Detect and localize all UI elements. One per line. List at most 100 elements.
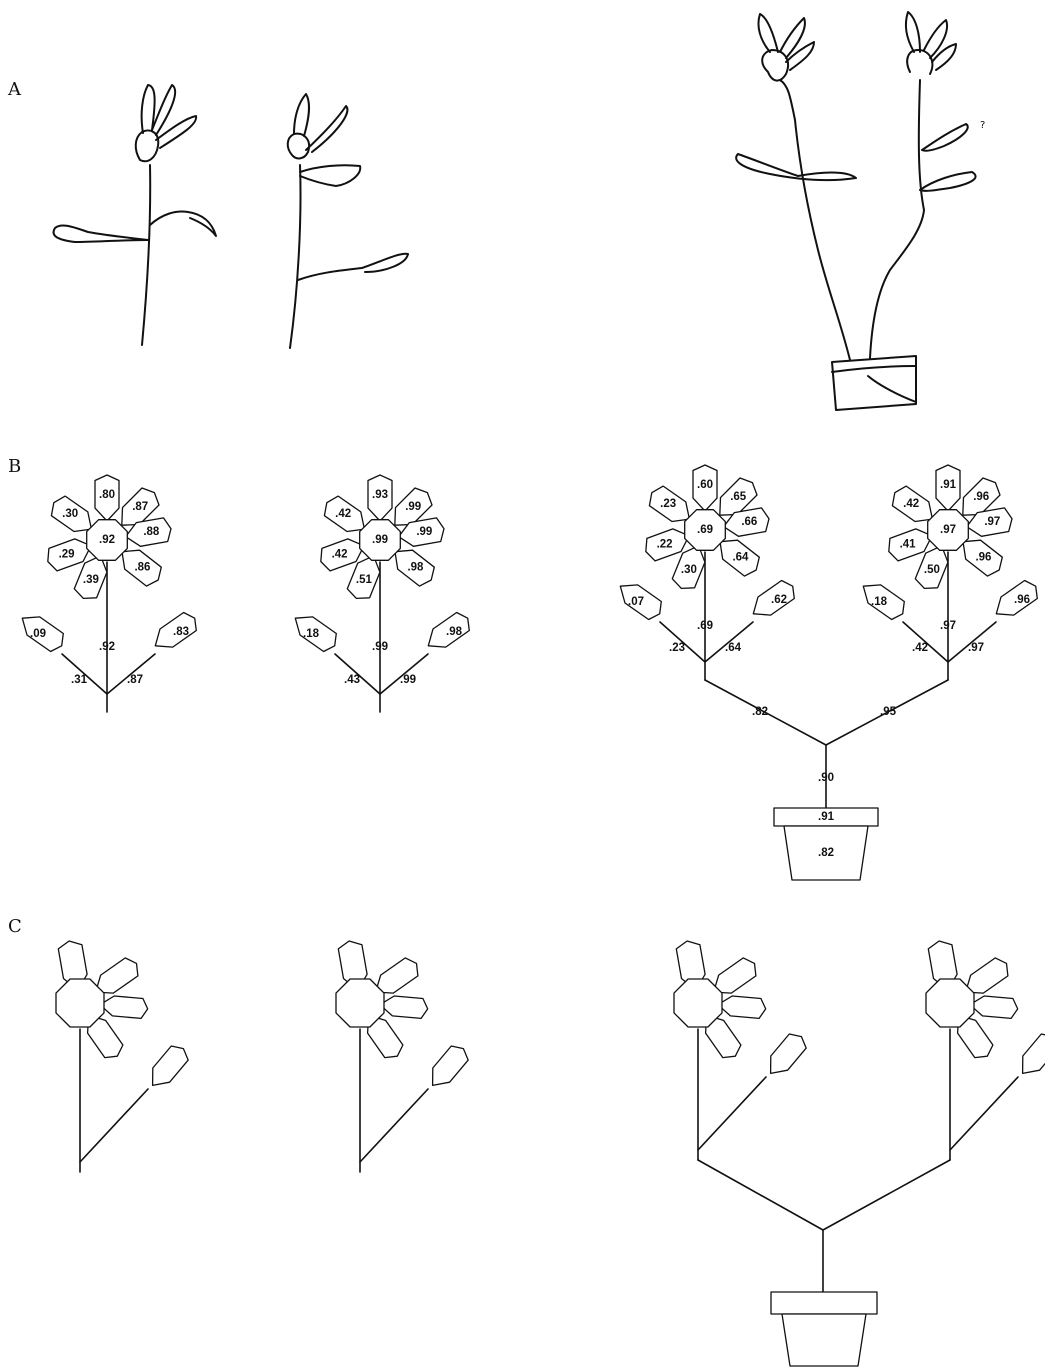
leaf-left-value: .09 [30,628,46,640]
leaf-right-value: .96 [1014,594,1030,606]
pot-plant-b: .60.65.66.64.30.22.23.69.07.62.69.23.64.… [620,465,1037,880]
flower-center [56,979,104,1027]
stem-right-value: .99 [400,674,416,686]
trunk-value: .90 [818,772,834,784]
branch-leaf [80,1089,148,1162]
petal-value-lower-right: .64 [732,552,749,564]
stem-right-value: .97 [968,642,984,654]
leaf-right-value: .98 [446,626,463,638]
petal-value-upper-right: .65 [730,491,747,503]
stem-left-value: .31 [71,674,88,686]
petal-value-right: .99 [416,526,432,538]
stem-upper-value: .97 [940,620,956,632]
flower-center [336,979,384,1027]
panel-label-b: B [8,456,21,477]
petal-value-top: .93 [372,489,388,501]
flower-c2 [336,941,428,1058]
branch-to-left-flower [698,1160,823,1230]
pot-body [782,1314,866,1366]
pot-rim-value: .91 [818,811,835,823]
petal-value-lower-left: .50 [924,564,940,576]
branch-leaf [360,1089,428,1162]
flower-c3-left [674,941,766,1058]
leaf-right-value: .83 [173,626,189,638]
flower-b2: .93 .99 .99 .98 .51 .42 .42 .99 [321,475,444,598]
petal-value-upper-right: .99 [405,501,421,513]
panel-b-labeled-diagram: .80.87.88.86.39.29.30.92.09.83.92.31.87.… [22,465,1037,880]
petal-2 [970,996,1018,1018]
branch-to-right-flower [823,1160,950,1230]
flower-center-value: .97 [940,524,956,536]
stem-upper-value: .69 [697,620,713,632]
sketch-flower-2 [288,94,408,348]
plant-c3-right [926,941,1045,1160]
petal-1 [714,958,756,993]
plant-b1: .80.87.88.86.39.29.30.92.09.83.92.31.87 [22,475,196,712]
leaf [433,1046,469,1085]
flower-b1: .80.87.88.86.39.29.30.92 [48,475,171,598]
plant-c2 [336,941,468,1172]
leaf [771,1034,807,1073]
stem-left-value: .42 [912,642,928,654]
petal-2 [380,996,428,1018]
panel-label-c: C [8,916,22,937]
petal-value-left: .41 [900,539,917,551]
petal-2 [100,996,148,1018]
branch-leaf [698,1077,766,1150]
petal-value-lower-left: .39 [83,574,99,586]
petal-value-lower-right: .96 [975,552,991,564]
plant-b2: .93 .99 .99 .98 .51 .42 .42 .99 .18 .98 .99 .43 .99 [295,475,469,712]
branch-leaf [950,1077,1018,1150]
petal-value-lower-right: .86 [134,562,150,574]
petal-value-lower-left: .51 [356,574,373,586]
stem-right-value: .87 [127,674,143,686]
svg-text:?: ? [980,120,985,131]
petal-value-upper-left: .30 [62,508,78,520]
stem-upper-value: .99 [372,641,388,653]
flower-b3-right: .91.96.97.96.50.41.42.97 [889,465,1012,588]
petal-value-left: .42 [332,549,348,561]
leaf-left-value: .07 [628,596,644,608]
branch-right-value: .95 [880,706,897,718]
flower-center [926,979,974,1027]
petal-value-right: .88 [143,526,160,538]
petal-value-upper-left: .42 [903,498,919,510]
plant-b3-right: .91.96.97.96.50.41.42.97.18.96.97.42.97 [863,465,1037,680]
flower-center-value: .92 [99,534,115,546]
petal-value-top: .80 [99,489,115,501]
pot-rim [771,1292,877,1314]
stem-right-value: .64 [725,642,742,654]
petal-value-lower-right: .98 [407,562,424,574]
branch-left-value: .82 [752,706,768,718]
petal-value-left: .29 [59,549,75,561]
plant-b3-left: .60.65.66.64.30.22.23.69.07.62.69.23.64 [620,465,794,680]
stem-upper-value: .92 [99,641,115,653]
pot-body-value: .82 [818,847,834,859]
stem-left-value: .23 [669,642,685,654]
petal-value-left: .22 [657,539,673,551]
petal-value-top: .91 [940,479,957,491]
plant-c3-left [674,941,806,1160]
plant-c1 [56,941,188,1172]
flower-c3-right [926,941,1018,1058]
petal-value-right: .97 [984,516,1000,528]
flower-b3-left: .60 .65 .66 .64 .30 .22 .23 .69 [646,465,769,588]
flower-center-value: .99 [372,534,388,546]
pot-plant-c [674,941,1045,1366]
petal-value-lower-left: .30 [681,564,697,576]
leaf-left-value: .18 [303,628,320,640]
panel-label-a: A [7,79,22,100]
petal-value-top: .60 [697,479,713,491]
petal-value-upper-left: .23 [660,498,676,510]
leaf-left-value: .18 [871,596,888,608]
petal-value-right: .66 [741,516,757,528]
stem-left-value: .43 [344,674,360,686]
panel-a-sketches: ? [54,12,986,410]
petal-value-upper-left: .42 [335,508,351,520]
flower-center-value: .69 [697,524,713,536]
petal-1 [96,958,138,993]
sketch-flower-1 [54,85,216,345]
petal-1 [966,958,1008,993]
flower-c1 [56,941,148,1058]
